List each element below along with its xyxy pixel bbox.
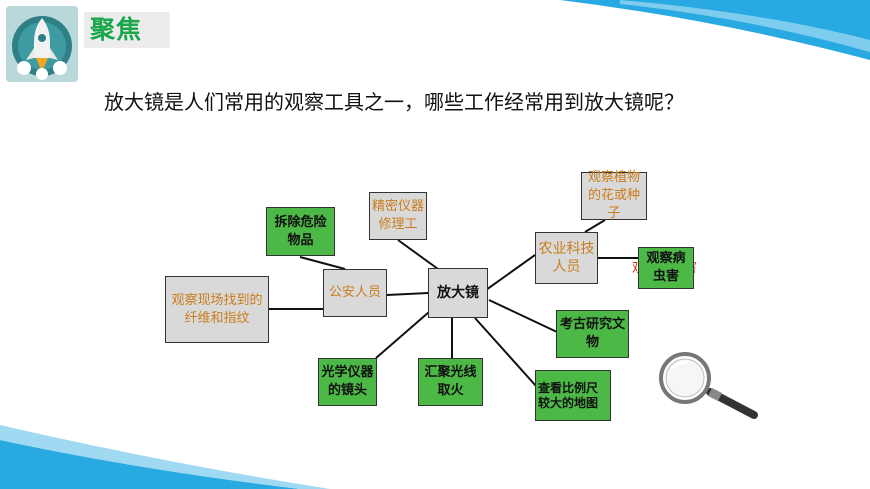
node-police: 公安人员 [323,269,387,317]
node-plant-flower-seed: 观察植物的花或种子 [581,172,647,220]
node-archaeology: 考古研究文物 [556,310,629,358]
node-gather-light-fire: 汇聚光线取火 [418,358,483,406]
magnifying-glass-icon [650,350,765,425]
node-fiber-fingerprint: 观察现场找到的纤维和指纹 [165,276,269,343]
center-node-magnifier: 放大镜 [428,268,488,318]
node-agriculture-tech: 农业科技人员 [535,232,598,284]
node-instrument-repair: 精密仪器修理工 [369,192,427,240]
node-optical-lens: 光学仪器的镜头 [318,358,377,406]
node-dismantle-danger: 拆除危险物品 [266,207,335,256]
node-large-scale-map: 查看比例尺较大的地图 [535,370,611,421]
node-pest-observation: 观察病虫害 [638,247,694,289]
